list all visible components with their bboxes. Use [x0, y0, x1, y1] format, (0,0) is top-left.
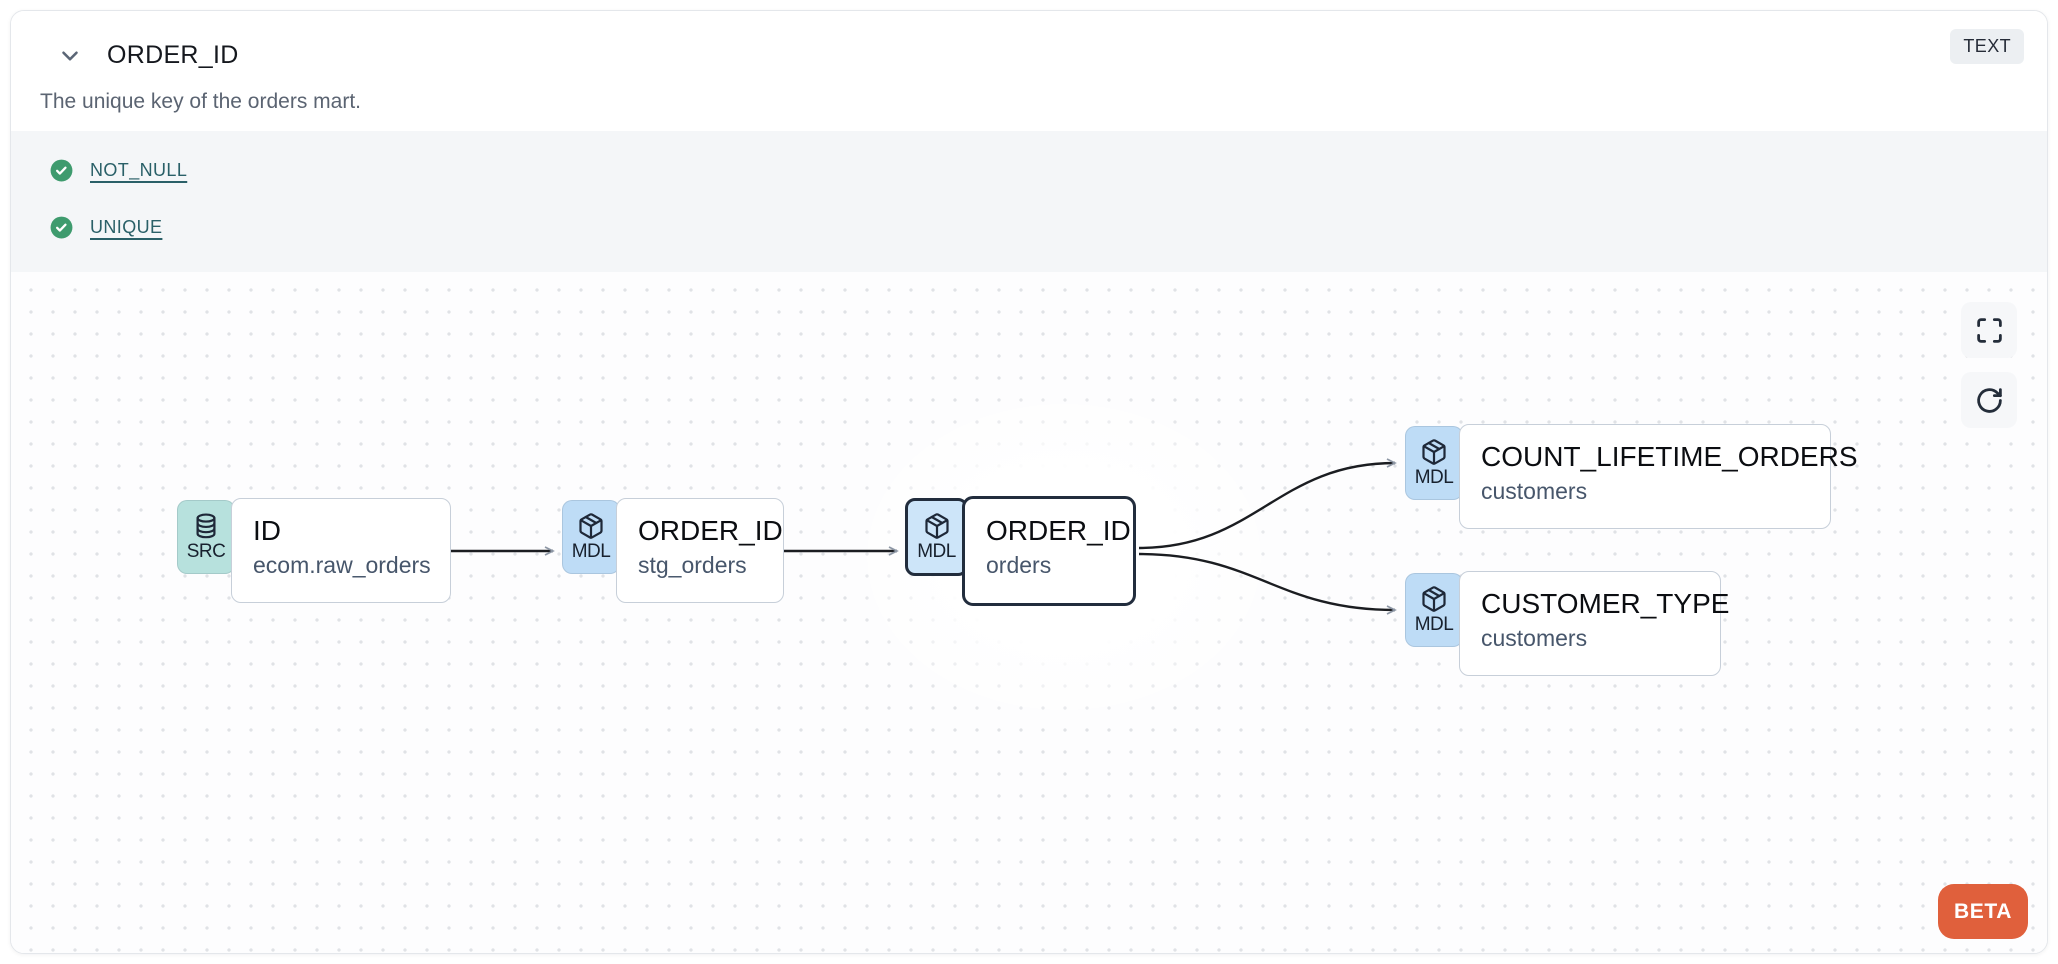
node-badge-mdl: MDL	[562, 500, 620, 574]
lineage-canvas[interactable]: SRC ID ecom.raw_orders MDL ORDER_ID stg_…	[11, 272, 2047, 953]
column-title: ORDER_ID	[107, 41, 239, 69]
node-badge-label: MDL	[917, 541, 956, 562]
tests-section: NOT_NULL UNIQUE	[11, 131, 2047, 272]
package-icon	[1422, 439, 1446, 465]
node-subtitle: ecom.raw_orders	[253, 552, 431, 578]
node-badge-mdl: MDL	[905, 498, 968, 576]
node-subtitle: customers	[1481, 478, 1588, 504]
node-card: COUNT_LIFETIME_ORDERS customers	[1459, 424, 1858, 529]
beta-badge: BETA	[1938, 884, 2028, 939]
package-icon	[579, 513, 603, 539]
package-icon	[924, 513, 949, 539]
canvas-controls	[1961, 302, 2017, 428]
node-subtitle: orders	[986, 552, 1052, 578]
panel-header: ORDER_ID TEXT The unique key of the orde…	[11, 11, 2047, 131]
lineage-edges	[451, 458, 1397, 615]
column-detail-panel: ORDER_ID TEXT The unique key of the orde…	[10, 10, 2048, 954]
test-row: UNIQUE	[49, 214, 2047, 240]
check-circle-icon	[50, 216, 73, 238]
node-badge-label: SRC	[186, 541, 226, 562]
column-description: The unique key of the orders mart.	[40, 90, 361, 113]
node-subtitle: stg_orders	[638, 552, 747, 578]
test-link-unique[interactable]: UNIQUE	[90, 216, 163, 237]
check-circle-icon	[50, 159, 73, 181]
test-row: NOT_NULL	[49, 157, 2047, 183]
refresh-button[interactable]	[1961, 372, 2017, 428]
node-title: ORDER_ID	[986, 515, 1131, 546]
maximize-icon	[1976, 317, 2002, 343]
node-card: ORDER_ID stg_orders	[616, 498, 784, 603]
node-title: COUNT_LIFETIME_ORDERS	[1481, 441, 1858, 472]
test-link-not-null[interactable]: NOT_NULL	[90, 159, 188, 180]
collapse-button[interactable]	[51, 39, 89, 73]
node-badge-src: SRC	[177, 500, 235, 574]
node-badge-mdl: MDL	[1405, 426, 1463, 500]
node-subtitle: customers	[1481, 625, 1588, 651]
node-title: ID	[253, 515, 281, 546]
node-card: ID ecom.raw_orders	[231, 498, 451, 603]
node-badge-mdl: MDL	[1405, 573, 1463, 647]
database-icon	[196, 513, 216, 539]
rotate-cw-icon	[1976, 387, 2002, 413]
node-title: ORDER_ID	[638, 515, 783, 546]
node-badge-label: MDL	[571, 541, 611, 562]
fullscreen-button[interactable]	[1961, 302, 2017, 358]
node-badge-label: MDL	[1414, 614, 1454, 635]
package-icon	[1422, 586, 1446, 612]
column-type-badge: TEXT	[1950, 29, 2024, 64]
chevron-down-icon	[62, 51, 78, 61]
node-title: CUSTOMER_TYPE	[1481, 588, 1730, 619]
node-card: CUSTOMER_TYPE customers	[1459, 571, 1730, 676]
node-card: ORDER_ID orders	[962, 496, 1136, 606]
node-badge-label: MDL	[1414, 467, 1454, 488]
